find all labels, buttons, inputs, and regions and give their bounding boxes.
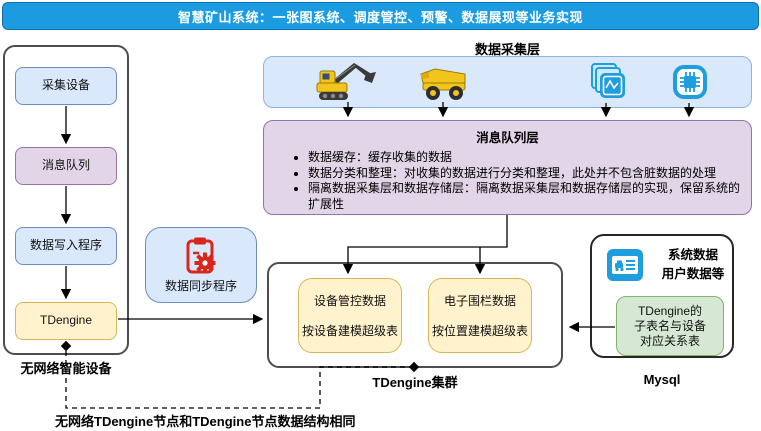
node-tdengine-edge-label: TDengine xyxy=(39,313,93,328)
tdengine-cluster-label: TDengine集群 xyxy=(372,375,458,390)
offline-device-label: 无网络智能设备 xyxy=(20,361,112,376)
message-queue-bullet-list: 数据缓存：缓存收集的数据 数据分类和整理：对收集的数据进行分类和整理，此处并不包… xyxy=(264,150,751,212)
mysql-title: 系统数据 用户数据等 xyxy=(648,246,738,284)
device-control-data-line2: 按设备建模超级表 xyxy=(301,324,398,338)
mysql-title-line2: 用户数据等 xyxy=(661,267,725,281)
bullet-item: 隔离数据采集层和数据存储层：隔离数据采集层和数据存储层的实现，保留系统的扩展性 xyxy=(308,181,741,212)
bullet-item: 数据分类和整理：对收集的数据进行分类和整理，此处并不包含脏数据的处理 xyxy=(308,166,741,182)
sensor-docs-icon xyxy=(588,62,626,107)
footnote-label: 无网络TDengine节点和TDengine节点数据结构相同 xyxy=(55,414,356,429)
node-message-queue-label: 消息队列 xyxy=(41,158,90,173)
mapping-table-line3: 对应关系表 xyxy=(639,333,700,348)
message-queue-layer-box: 消息队列层 数据缓存：缓存收集的数据 数据分类和整理：对收集的数据进行分类和整理… xyxy=(263,120,752,215)
node-collect-device-label: 采集设备 xyxy=(41,78,90,93)
banner-title: 智慧矿山系统：一张图系统、调度管控、预警、数据展现等业务实现 xyxy=(2,2,759,30)
collection-layer-label: 数据采集层 xyxy=(474,42,540,57)
node-data-sync-program: 数据同步程序 xyxy=(145,227,257,303)
node-geofence-data: 电子围栏数据 按位置建模超级表 xyxy=(428,278,532,353)
data-sync-program-label: 数据同步程序 xyxy=(164,279,237,293)
bullet-item: 数据缓存：缓存收集的数据 xyxy=(308,150,741,166)
node-message-queue: 消息队列 xyxy=(15,147,117,185)
node-mapping-table: TDengine的 子表名与设备 对应关系表 xyxy=(616,296,724,356)
mapping-table-line2: 子表名与设备 xyxy=(633,318,706,333)
node-device-control-data: 设备管控数据 按设备建模超级表 xyxy=(298,278,402,353)
excavator-icon xyxy=(314,59,382,108)
chip-icon xyxy=(672,64,708,105)
message-queue-layer-title: 消息队列层 xyxy=(476,131,539,145)
mapping-table-line1: TDengine的 xyxy=(637,303,703,318)
mysql-label: Mysql xyxy=(643,372,681,387)
clipboard-gear-icon xyxy=(184,236,218,279)
vehicle-card-icon xyxy=(607,249,643,286)
node-collect-device: 采集设备 xyxy=(15,67,117,105)
device-control-data-line1: 设备管控数据 xyxy=(313,294,386,308)
mysql-title-line1: 系统数据 xyxy=(667,248,718,262)
node-tdengine-edge: TDengine xyxy=(15,302,117,340)
dump-truck-icon xyxy=(415,66,471,107)
node-data-writer: 数据写入程序 xyxy=(15,227,117,265)
node-data-writer-label: 数据写入程序 xyxy=(29,238,102,253)
geofence-data-line1: 电子围栏数据 xyxy=(443,294,516,308)
banner-title-text: 智慧矿山系统：一张图系统、调度管控、预警、数据展现等业务实现 xyxy=(177,9,583,25)
geofence-data-line2: 按位置建模超级表 xyxy=(431,324,528,338)
